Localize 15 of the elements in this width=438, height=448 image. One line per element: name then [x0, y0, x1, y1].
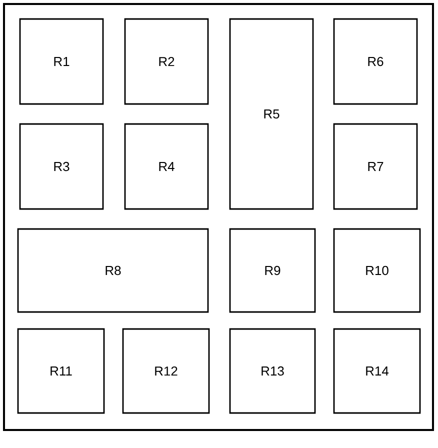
room-box: R5: [229, 18, 314, 210]
room-box: R2: [124, 18, 209, 105]
room-box: R13: [229, 328, 316, 414]
room-box: R6: [333, 18, 418, 105]
room-box: R10: [333, 228, 421, 313]
room-box: R12: [122, 328, 210, 414]
room-box: R8: [17, 228, 209, 313]
room-box: R3: [19, 123, 104, 210]
room-box: R7: [333, 123, 418, 210]
room-box: R4: [124, 123, 209, 210]
room-box: R14: [333, 328, 421, 414]
room-box: R1: [19, 18, 104, 105]
outer-frame: [3, 3, 434, 431]
room-box: R9: [229, 228, 316, 313]
room-box: R11: [17, 328, 105, 414]
